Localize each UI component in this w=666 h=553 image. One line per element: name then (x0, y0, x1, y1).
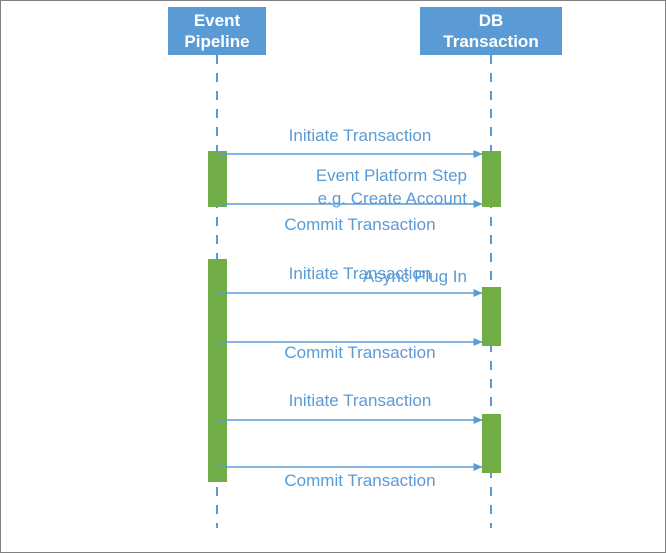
messages-group (217, 150, 483, 471)
side-label-line1: Event Platform Step (315, 166, 467, 185)
lifeline-title-event-pipeline: Event Pipeline (184, 10, 249, 52)
activation-pipeline-2 (208, 259, 227, 482)
lifeline-title-line1: Event (193, 11, 241, 30)
message-label-commit-transaction-1: Commit Transaction (284, 215, 436, 234)
lifeline-title-line1: DB (478, 11, 504, 30)
lifeline-title-line2: Transaction (443, 32, 539, 51)
lifeline-header-db-transaction[interactable]: DB Transaction (420, 7, 562, 55)
side-label-line2: e.g. Create Account (317, 189, 467, 208)
message-label-initiate-transaction-1: Initiate Transaction (288, 126, 432, 145)
activation-db-1 (482, 151, 501, 207)
lifeline-title-line2: Pipeline (184, 32, 250, 51)
lifeline-title-db-transaction: DB Transaction (443, 10, 538, 52)
side-label-event-platform-step: Event Platform Step e.g. Create Account (1, 164, 467, 210)
side-label-async-plug-in: Async Plug In (1, 265, 467, 288)
activation-db-3 (482, 414, 501, 473)
lifeline-header-event-pipeline[interactable]: Event Pipeline (168, 7, 266, 55)
message-label-commit-transaction-3: Commit Transaction (284, 471, 436, 490)
message-label-initiate-transaction-2: Initiate Transaction (288, 264, 432, 283)
side-label-line1: Async Plug In (363, 267, 467, 286)
activation-pipeline-1 (208, 151, 227, 207)
activation-db-2 (482, 287, 501, 346)
lifelines-group (208, 55, 501, 528)
message-label-commit-transaction-2: Commit Transaction (284, 343, 436, 362)
message-label-initiate-transaction-3: Initiate Transaction (288, 391, 432, 410)
